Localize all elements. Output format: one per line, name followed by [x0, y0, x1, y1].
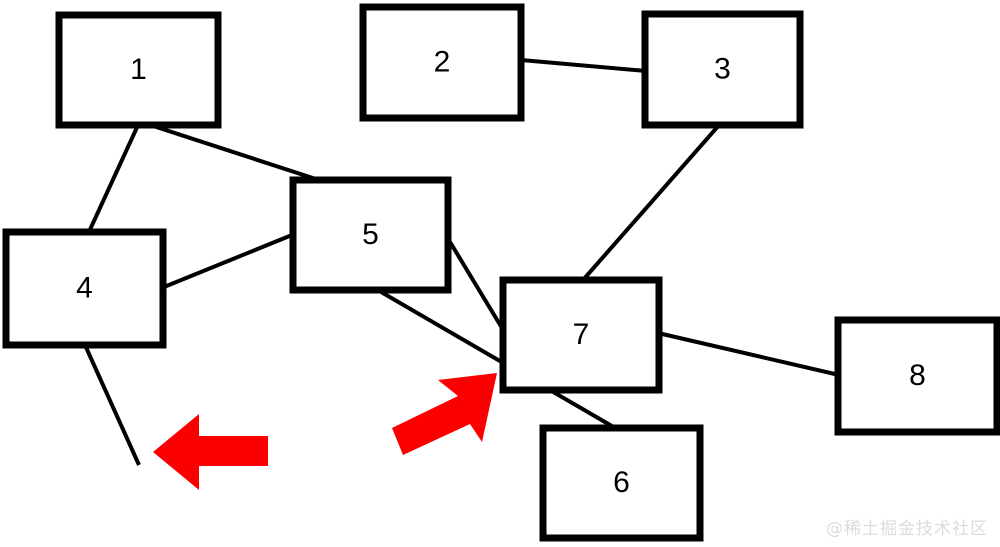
node-box-5[interactable]: [289, 176, 452, 294]
node-label-5: 5: [362, 218, 379, 251]
node-box-4[interactable]: [2, 228, 167, 349]
node-box-1[interactable]: [55, 11, 222, 129]
node-5[interactable]: 5: [289, 176, 452, 294]
node-2[interactable]: 2: [359, 3, 525, 122]
node-label-2: 2: [434, 45, 451, 78]
edge-2-3: [520, 58, 647, 73]
left-pointing-arrow: [153, 414, 268, 490]
node-3[interactable]: 3: [641, 10, 804, 129]
edge-5-6: [374, 287, 619, 431]
arrows-layer: [153, 373, 497, 490]
node-box-7[interactable]: [499, 276, 663, 394]
node-box-6[interactable]: [539, 424, 704, 542]
node-label-6: 6: [613, 466, 630, 499]
node-label-3: 3: [714, 52, 731, 85]
edge-3-7: [581, 122, 722, 282]
node-7[interactable]: 7: [499, 276, 663, 394]
watermark-text: @稀土掘金技术社区: [826, 519, 988, 539]
edge-4-dangling: [83, 344, 141, 466]
nodes-layer: 1 2 3 4 5 6 7 8: [2, 3, 1000, 542]
node-1[interactable]: 1: [55, 11, 222, 129]
edge-4-5: [163, 233, 293, 289]
edge-1-5: [140, 120, 323, 183]
up-right-pointing-arrow: [392, 373, 497, 455]
edge-5-7: [445, 235, 507, 335]
node-label-4: 4: [76, 271, 93, 304]
node-box-8[interactable]: [834, 316, 1000, 436]
node-label-7: 7: [573, 318, 590, 351]
node-label-8: 8: [909, 359, 926, 392]
edge-1-4: [86, 122, 141, 235]
node-4[interactable]: 4: [2, 228, 167, 349]
edges-layer: [83, 58, 840, 466]
node-8[interactable]: 8: [834, 316, 1000, 436]
node-label-1: 1: [130, 53, 147, 86]
node-box-3[interactable]: [641, 10, 804, 129]
node-box-2[interactable]: [359, 3, 525, 122]
edge-7-8: [657, 331, 840, 377]
node-6[interactable]: 6: [539, 424, 704, 542]
